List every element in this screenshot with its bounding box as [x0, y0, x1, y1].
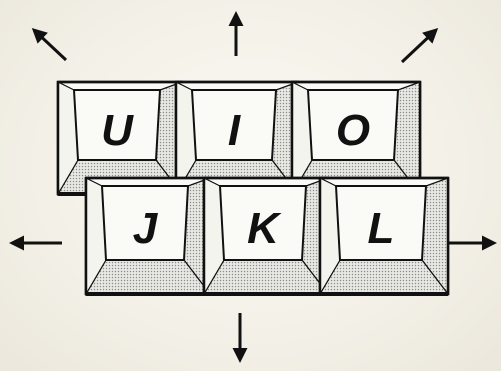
key-label: U	[101, 106, 134, 155]
key-label: L	[368, 204, 395, 253]
arrow-up-left-icon	[34, 30, 66, 60]
keycaps: U I O J K L	[58, 82, 448, 294]
key-j: J	[86, 178, 210, 294]
key-label: J	[133, 204, 159, 253]
arrow-up-right-icon	[402, 30, 436, 62]
key-label: O	[336, 106, 370, 155]
key-k: K	[204, 178, 328, 294]
key-label: I	[228, 106, 241, 155]
key-label: K	[247, 204, 282, 253]
key-l: L	[320, 178, 448, 294]
